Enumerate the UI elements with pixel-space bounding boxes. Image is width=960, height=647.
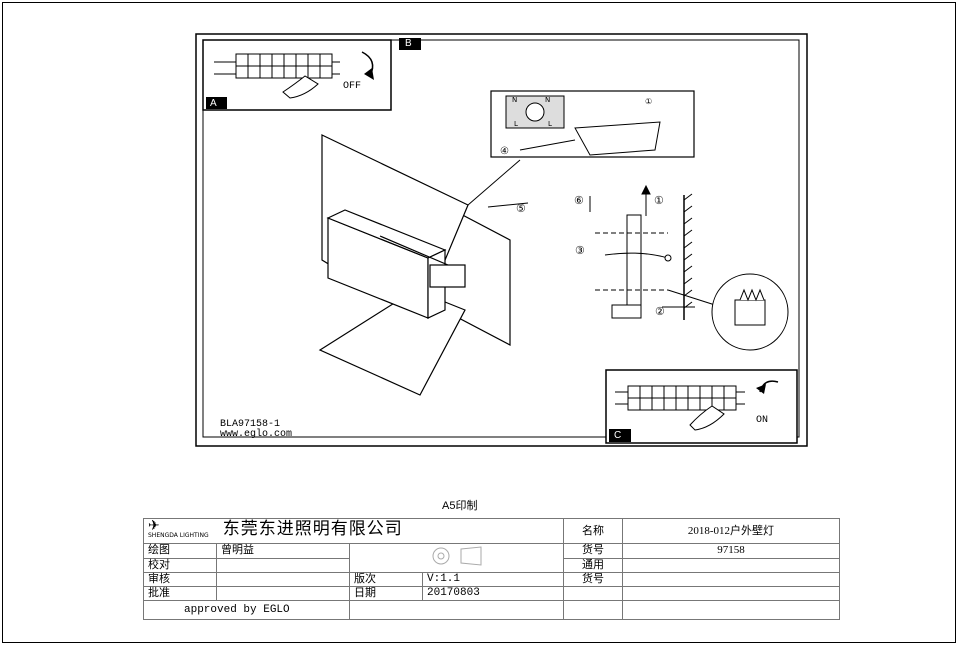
- terminal-l-label: L: [514, 120, 518, 128]
- mounting-bracket: [589, 184, 695, 320]
- approve-label: 批准: [143, 586, 217, 601]
- step-a-label: A: [210, 98, 217, 109]
- check-label: 校对: [143, 557, 217, 573]
- panel-a-power-off: [202, 39, 392, 111]
- step-b-label: B: [405, 38, 412, 49]
- print-note: A5印制: [442, 500, 478, 512]
- callout-4: ④: [500, 146, 509, 157]
- callout-5: ⑤: [516, 203, 526, 215]
- off-label: OFF: [343, 81, 362, 92]
- wall-anchor-detail: [667, 273, 789, 351]
- date-value: 20170803: [422, 586, 564, 601]
- company-cell: ✈ SHENGDA LIGHTING 东莞东进照明有限公司: [143, 518, 564, 544]
- review-label: 审核: [143, 572, 217, 587]
- lamp-illustration: [318, 134, 511, 396]
- terminal-l2-label: L: [548, 120, 552, 128]
- projection-icon: [432, 546, 482, 566]
- step-c-label: C: [614, 430, 622, 441]
- approved-by: approved by EGLO: [143, 600, 350, 620]
- terminal-n2-label: N: [545, 96, 550, 104]
- on-label: ON: [756, 415, 769, 426]
- step-b-badge: [399, 38, 421, 50]
- draw-value: 曾明益: [216, 543, 350, 559]
- terminal-n-label: N: [512, 96, 517, 104]
- general-label: 通用: [562, 557, 623, 573]
- date-label: 日期: [349, 586, 423, 601]
- callout-2: ②: [655, 306, 665, 318]
- name-label: 名称: [562, 518, 623, 544]
- callout-6: ⑥: [574, 195, 584, 207]
- website: www.eglo.com: [220, 429, 293, 440]
- company-name: 东莞东进照明有限公司: [222, 518, 403, 539]
- projection-symbol: [349, 543, 564, 573]
- callout-3: ③: [575, 245, 585, 257]
- general-item-label: 货号: [562, 572, 623, 587]
- callout-1-detail: ①: [645, 97, 652, 106]
- company-logo: ✈ SHENGDA LIGHTING: [148, 518, 209, 540]
- name-value: 2018-012户外壁灯: [621, 518, 841, 544]
- item-no-value: 97158: [621, 543, 841, 559]
- title-block: ✈ SHENGDA LIGHTING 东莞东进照明有限公司 名称 2018-01…: [143, 518, 841, 620]
- arrow-5: [487, 202, 529, 208]
- wiring-detail: [467, 90, 695, 206]
- logo-mark: ✈: [148, 518, 160, 535]
- model-code: BLA97158-1: [220, 419, 281, 430]
- panel-c-power-on: [605, 369, 798, 444]
- draw-label: 绘图: [143, 543, 217, 559]
- callout-1: ①: [654, 195, 664, 207]
- item-no-label: 货号: [562, 543, 623, 559]
- version-label: 版次: [349, 572, 423, 587]
- version-value: V:1.1: [422, 572, 564, 587]
